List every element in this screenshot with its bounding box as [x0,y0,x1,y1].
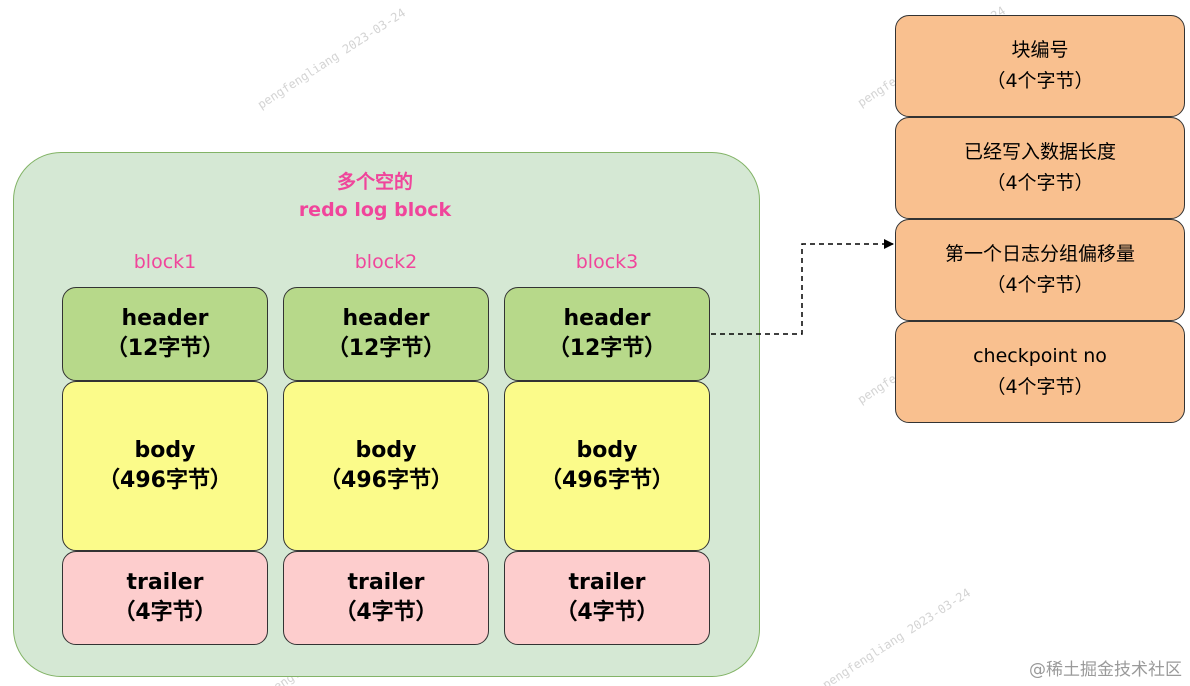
field-size: （4个字节） [986,376,1094,398]
header-size: （12字节） [326,336,446,361]
source-watermark: @稀土掘金技术社区 [1029,660,1182,680]
block2-trailer: trailer （4字节） [283,551,489,645]
group-title-line1: 多个空的 [336,171,413,193]
field-name: 块编号 [1011,39,1069,61]
field-size: （4个字节） [986,274,1094,296]
header-name: header [563,306,651,331]
trailer-size: （4字节） [113,600,217,625]
field-name: 第一个日志分组偏移量 [944,243,1135,265]
block3-header: header （12字节） [504,287,710,381]
header-name: header [121,306,209,331]
header-field-checkpoint-no: checkpoint no （4个字节） [895,321,1185,423]
trailer-name: trailer [568,570,646,595]
field-size: （4个字节） [986,172,1094,194]
trailer-name: trailer [126,570,204,595]
header-field-first-group-offset: 第一个日志分组偏移量 （4个字节） [895,219,1185,321]
header-size: （12字节） [105,336,225,361]
block1-body: body （496字节） [62,381,268,551]
field-name: 已经写入数据长度 [963,141,1116,163]
field-name: checkpoint no [973,345,1107,367]
block2-header: header （12字节） [283,287,489,381]
group-title: 多个空的 redo log block [200,168,550,224]
body-size: （496字节） [98,468,232,493]
header-name: header [342,306,430,331]
trailer-name: trailer [347,570,425,595]
body-size: （496字节） [319,468,453,493]
block-label-3: block3 [575,251,639,273]
block1-trailer: trailer （4字节） [62,551,268,645]
header-field-block-number: 块编号 （4个字节） [895,15,1185,117]
field-size: （4个字节） [986,70,1094,92]
block-label-2: block2 [354,251,418,273]
group-title-line2: redo log block [298,199,452,221]
trailer-size: （4字节） [555,600,659,625]
body-name: body [134,438,196,463]
header-field-data-length: 已经写入数据长度 （4个字节） [895,117,1185,219]
body-size: （496字节） [540,468,674,493]
block2-body: body （496字节） [283,381,489,551]
block1-header: header （12字节） [62,287,268,381]
body-name: body [355,438,417,463]
body-name: body [576,438,638,463]
block3-body: body （496字节） [504,381,710,551]
header-size: （12字节） [547,336,667,361]
trailer-size: （4字节） [334,600,438,625]
block-label-1: block1 [133,251,197,273]
block3-trailer: trailer （4字节） [504,551,710,645]
